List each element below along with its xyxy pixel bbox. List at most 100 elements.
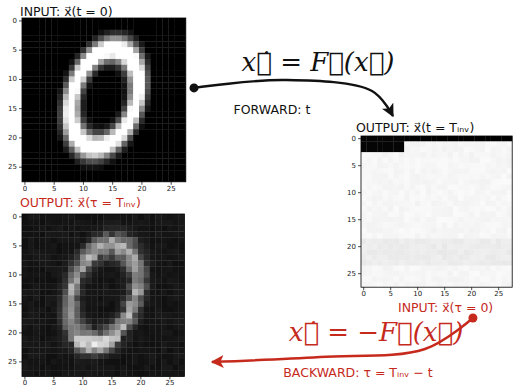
image-pixel xyxy=(383,276,389,282)
image-pixel xyxy=(69,24,75,30)
image-pixel xyxy=(34,243,40,249)
image-pixel xyxy=(51,100,57,106)
image-pixel xyxy=(420,141,426,147)
image-pixel xyxy=(92,284,98,290)
image-pixel xyxy=(45,176,51,182)
image-pixel xyxy=(157,129,163,135)
image-pixel xyxy=(75,129,81,135)
image-pixel xyxy=(127,71,133,77)
image-pixel xyxy=(366,249,372,255)
image-pixel xyxy=(410,152,416,158)
image-pixel xyxy=(383,195,389,201)
image-pixel xyxy=(69,106,75,112)
image-pixel xyxy=(388,222,394,228)
image-pixel xyxy=(74,220,80,226)
image-pixel xyxy=(474,244,480,250)
image-pixel xyxy=(501,141,507,147)
image-pixel xyxy=(104,147,110,153)
image-pixel xyxy=(474,260,480,266)
image-pixel xyxy=(458,168,464,174)
image-pixel xyxy=(98,41,104,47)
image-pixel xyxy=(75,112,81,118)
image-pixel xyxy=(22,30,28,36)
image-pixel xyxy=(388,217,394,223)
image-pixel xyxy=(393,190,399,196)
image-pixel xyxy=(496,239,502,245)
image-pixel xyxy=(104,47,110,53)
image-pixel xyxy=(426,233,432,239)
image-pixel xyxy=(97,249,103,255)
image-pixel xyxy=(116,47,122,53)
image-pixel xyxy=(372,141,378,147)
image-pixel xyxy=(75,82,81,88)
image-pixel xyxy=(86,266,92,272)
image-pixel xyxy=(115,284,121,290)
image-pixel xyxy=(92,65,98,71)
image-pixel xyxy=(174,53,180,59)
image-pixel xyxy=(28,41,34,47)
image-pixel xyxy=(68,284,74,290)
image-pixel xyxy=(81,36,87,42)
image-pixel xyxy=(431,179,437,185)
image-pixel xyxy=(86,41,92,47)
image-pixel xyxy=(442,201,448,207)
image-pixel xyxy=(45,106,51,112)
image-pixel xyxy=(63,71,69,77)
image-pixel xyxy=(399,185,405,191)
image-pixel xyxy=(447,141,453,147)
image-pixel xyxy=(168,106,174,112)
image-pixel xyxy=(145,77,151,83)
tick-mark xyxy=(24,182,25,185)
image-pixel xyxy=(410,282,416,287)
image-pixel xyxy=(98,47,104,53)
image-pixel xyxy=(92,100,98,106)
image-pixel xyxy=(377,228,383,234)
image-pixel xyxy=(464,271,470,277)
image-pixel xyxy=(377,190,383,196)
image-pixel xyxy=(57,266,63,272)
image-pixel xyxy=(388,195,394,201)
image-pixel xyxy=(399,244,405,250)
image-pixel xyxy=(399,266,405,272)
image-pixel xyxy=(127,59,133,65)
image-pixel xyxy=(383,206,389,212)
image-pixel xyxy=(75,24,81,30)
image-pixel xyxy=(447,163,453,169)
image-pixel xyxy=(157,170,163,176)
image-pixel xyxy=(404,217,410,223)
image-pixel xyxy=(157,41,163,47)
image-pixel xyxy=(162,100,168,106)
image-pixel xyxy=(81,47,87,53)
image-pixel xyxy=(115,231,121,237)
image-pixel xyxy=(110,112,116,118)
image-pixel xyxy=(69,36,75,42)
image-pixel xyxy=(92,59,98,65)
tick-mark xyxy=(54,182,55,185)
image-pixel xyxy=(388,190,394,196)
image-pixel xyxy=(104,112,110,118)
image-pixel xyxy=(127,164,133,170)
image-pixel xyxy=(453,276,459,282)
image-pixel xyxy=(480,266,486,272)
image-pixel xyxy=(110,59,116,65)
image-pixel xyxy=(68,220,74,226)
image-pixel xyxy=(86,147,92,153)
image-pixel xyxy=(133,65,139,71)
image-pixel xyxy=(127,170,133,176)
image-pixel xyxy=(420,174,426,180)
image-pixel xyxy=(174,158,180,164)
image-pixel xyxy=(168,147,174,153)
image-pixel xyxy=(51,65,57,71)
image-pixel xyxy=(133,112,139,118)
image-pixel xyxy=(63,106,69,112)
image-pixel xyxy=(366,217,372,223)
image-pixel xyxy=(410,190,416,196)
image-pixel xyxy=(485,163,491,169)
image-pixel xyxy=(45,266,51,272)
image-pixel xyxy=(469,260,475,266)
image-pixel xyxy=(109,249,115,255)
image-pixel xyxy=(86,112,92,118)
image-pixel xyxy=(399,163,405,169)
image-pixel xyxy=(45,260,51,266)
image-pixel xyxy=(116,170,122,176)
